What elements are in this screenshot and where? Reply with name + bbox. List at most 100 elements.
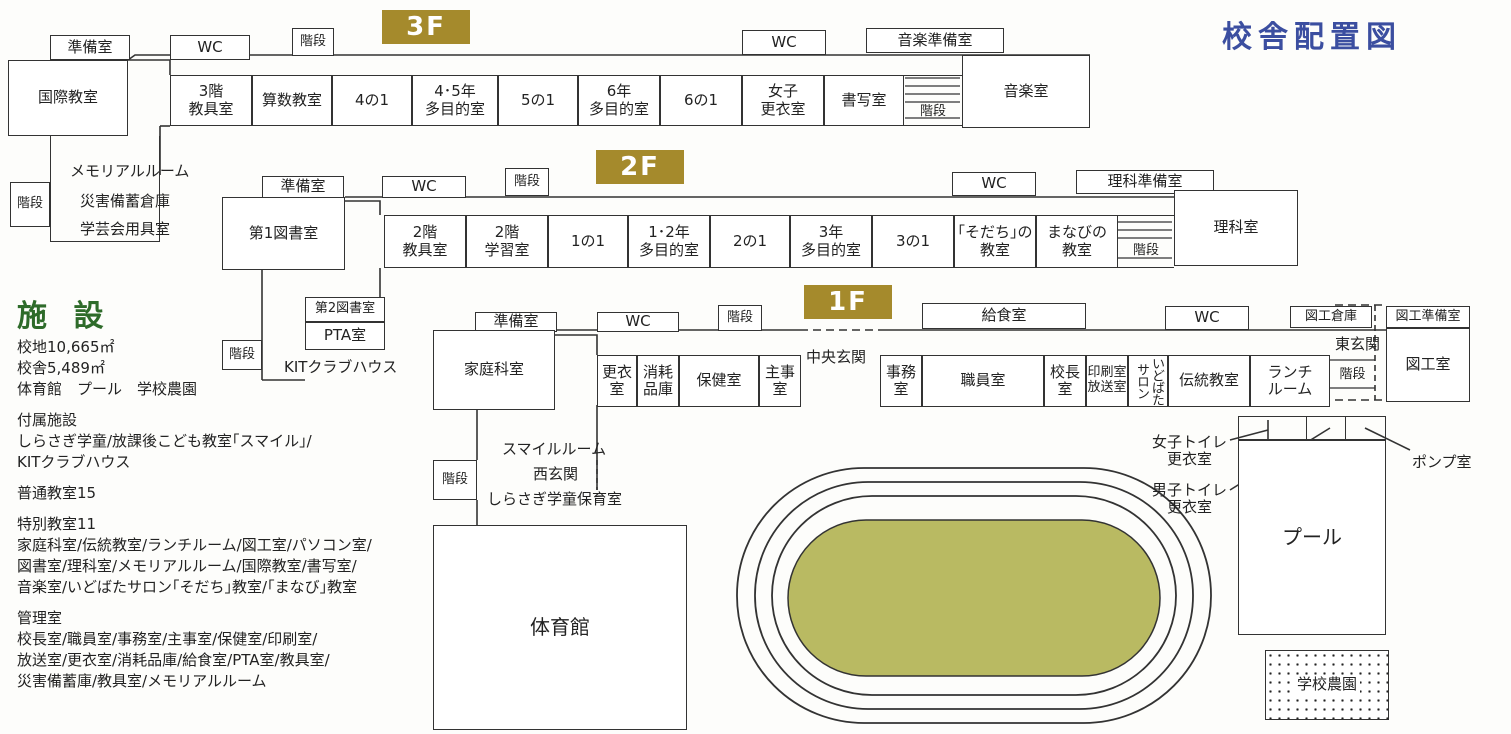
label-saigai-bichiku: 災害備蓄倉庫 — [80, 192, 171, 210]
room-3f-joshi-koui: 女子 更衣室 — [742, 75, 824, 126]
stairs-3f-top: 階段 — [292, 28, 334, 56]
room-1f-kyushoku: 給食室 — [922, 303, 1086, 329]
label-joshi-toilet: 女子トイレ 更衣室 — [1152, 433, 1228, 469]
pool-annex-mid — [1306, 416, 1346, 440]
room-1f-koui: 更衣 室 — [597, 355, 637, 407]
stairs-2f-right: 階段 — [1118, 215, 1174, 268]
room-3f-ongaku: 音楽室 — [962, 55, 1090, 128]
room-2f-12mokuteki: 1･2年 多目的室 — [628, 215, 710, 268]
room-1f-zuko: 図工室 — [1386, 328, 1470, 402]
room-3f-wc2: WC — [742, 30, 826, 55]
facility-line: 普通教室15 — [17, 484, 97, 502]
facility-line: 付属施設 — [17, 411, 78, 429]
room-1f-dento: 伝統教室 — [1168, 355, 1250, 407]
room-1f-kocho: 校長 室 — [1044, 355, 1086, 407]
room-3f-4no1: 4の1 — [332, 75, 412, 126]
room-2f-wc1: WC — [382, 176, 466, 198]
room-3f-6mokuteki: 6年 多目的室 — [578, 75, 660, 126]
room-3f-wc1: WC — [170, 35, 250, 60]
room-2f-rika: 理科室 — [1174, 190, 1298, 266]
stairs-1f-right: 階段 — [1339, 366, 1366, 382]
label-smile-room: スマイルルーム — [502, 440, 607, 458]
facilities-heading: 施 設 — [17, 299, 112, 334]
room-3f-45mokuteki: 4･5年 多目的室 — [412, 75, 498, 126]
room-1f-junbi: 準備室 — [475, 312, 557, 332]
stairs-1f-left: 階段 — [433, 460, 477, 500]
room-1f-jimu: 事務 室 — [880, 355, 922, 407]
room-pool: プール — [1238, 440, 1386, 635]
map-title: 校舎配置図 — [1222, 20, 1402, 55]
room-3f-shosha: 書写室 — [824, 75, 904, 126]
room-2f-2no1: 2の1 — [710, 215, 790, 268]
annex-memorial — [50, 136, 160, 242]
room-1f-insatsu-hoso: 印刷室 放送室 — [1086, 355, 1128, 407]
facility-line: 放送室/更衣室/消耗品庫/給食室/PTA室/教具室/ — [17, 651, 330, 669]
stairs-1f-top: 階段 — [718, 305, 762, 331]
room-1f-lunch: ランチ ルーム — [1250, 355, 1330, 407]
farm-label: 学校農園 — [1293, 676, 1360, 694]
room-taiikukan: 体育館 — [433, 525, 687, 730]
room-1f-hoken: 保健室 — [679, 355, 759, 407]
stairs-2f-left: 階段 — [222, 340, 262, 370]
label-chuo-genkan: 中央玄関 — [806, 348, 867, 366]
room-3f-5no1: 5の1 — [498, 75, 578, 126]
floor-label-3f: 3F — [382, 10, 470, 44]
facility-line: 家庭科室/伝統教室/ランチルーム/図工室/パソコン室/ — [17, 536, 372, 554]
room-3f-kyogu: 3階 教具室 — [170, 75, 252, 126]
room-2f-wc2: WC — [952, 172, 1036, 196]
room-3f-6no1: 6の1 — [660, 75, 742, 126]
label-gakudo-hoikushitsu: しらさぎ学童保育室 — [487, 490, 623, 508]
room-1f-wc2: WC — [1165, 306, 1249, 330]
room-1f-idobata-saron: いどばたサロン — [1128, 355, 1168, 407]
facility-line: しらさぎ学童/放課後こども教室｢スマイル｣/ — [17, 432, 312, 450]
stairs-left-annex: 階段 — [10, 182, 50, 227]
label-pump-room: ポンプ室 — [1412, 453, 1472, 471]
facility-line: 管理室 — [17, 609, 63, 627]
room-farm: 学校農園 — [1265, 650, 1389, 720]
room-2f-kyogu: 2階 教具室 — [384, 215, 466, 268]
room-2f-manabi: まなびの 教室 — [1036, 215, 1118, 268]
label-danshi-toilet: 男子トイレ 更衣室 — [1152, 481, 1228, 517]
room-1f-zuko-souko: 図工倉庫 — [1290, 306, 1372, 328]
facility-line: 校舎5,489㎡ — [17, 359, 105, 377]
room-2f-sodachi: ｢そだち｣の 教室 — [954, 215, 1036, 268]
label-gakugeikai: 学芸会用具室 — [80, 220, 171, 238]
stairs-2f-top: 階段 — [505, 168, 549, 196]
label-memorial-room: メモリアルルーム — [70, 162, 190, 180]
facility-line: 図書室/理科室/メモリアルルーム/国際教室/書写室/ — [17, 557, 357, 575]
room-1f-zuko-junbi: 図工準備室 — [1386, 306, 1470, 328]
facility-line: 校長室/職員室/事務室/主事室/保健室/印刷室/ — [17, 630, 318, 648]
room-2f-tosho1: 第1図書室 — [222, 197, 345, 270]
room-2f-3no1: 3の1 — [872, 215, 954, 268]
facility-line: KITクラブハウス — [17, 453, 131, 471]
room-1f-katei: 家庭科室 — [433, 330, 555, 410]
room-2f-gakushu: 2階 学習室 — [466, 215, 548, 268]
label-nishi-genkan: 西玄関 — [533, 465, 579, 483]
room-1f-shokuin: 職員室 — [922, 355, 1044, 407]
facility-line: 災害備蓄庫/教具室/メモリアルルーム — [17, 672, 267, 690]
room-1f-shomo: 消耗 品庫 — [637, 355, 679, 407]
room-3f-kokusai: 国際教室 — [8, 60, 128, 136]
room-2f-junbi: 準備室 — [262, 176, 344, 198]
label-higashi-genkan: 東玄関 — [1335, 335, 1381, 353]
label-kit-clubhouse: KITクラブハウス — [284, 358, 398, 376]
room-3f-junbi: 準備室 — [50, 35, 130, 60]
room-2f-3mokuteki: 3年 多目的室 — [790, 215, 872, 268]
facility-line: 校地10,665㎡ — [17, 338, 115, 356]
room-1f-shuji: 主事 室 — [759, 355, 801, 407]
floor-label-2f: 2F — [596, 150, 684, 184]
room-3f-sansu: 算数教室 — [252, 75, 332, 126]
room-2f-tosho2: 第2図書室 — [305, 297, 385, 322]
facility-line: 特別教室11 — [17, 515, 97, 533]
facility-line: 音楽室/いどばたサロン｢そだち｣教室/｢まなび｣教室 — [17, 578, 358, 596]
floor-label-1f: 1F — [804, 285, 892, 319]
stairs-3f-right: 階段 — [904, 75, 962, 126]
facility-line: 体育館 プール 学校農園 — [17, 380, 198, 398]
room-3f-ongaku-junbi: 音楽準備室 — [866, 28, 1004, 53]
room-1f-wc1: WC — [597, 312, 679, 332]
room-pta: PTA室 — [305, 322, 385, 350]
facilities-panel: 施 設 校地10,665㎡ 校舎5,489㎡ 体育館 プール 学校農園 付属施設… — [17, 299, 427, 702]
room-2f-1no1: 1の1 — [548, 215, 628, 268]
